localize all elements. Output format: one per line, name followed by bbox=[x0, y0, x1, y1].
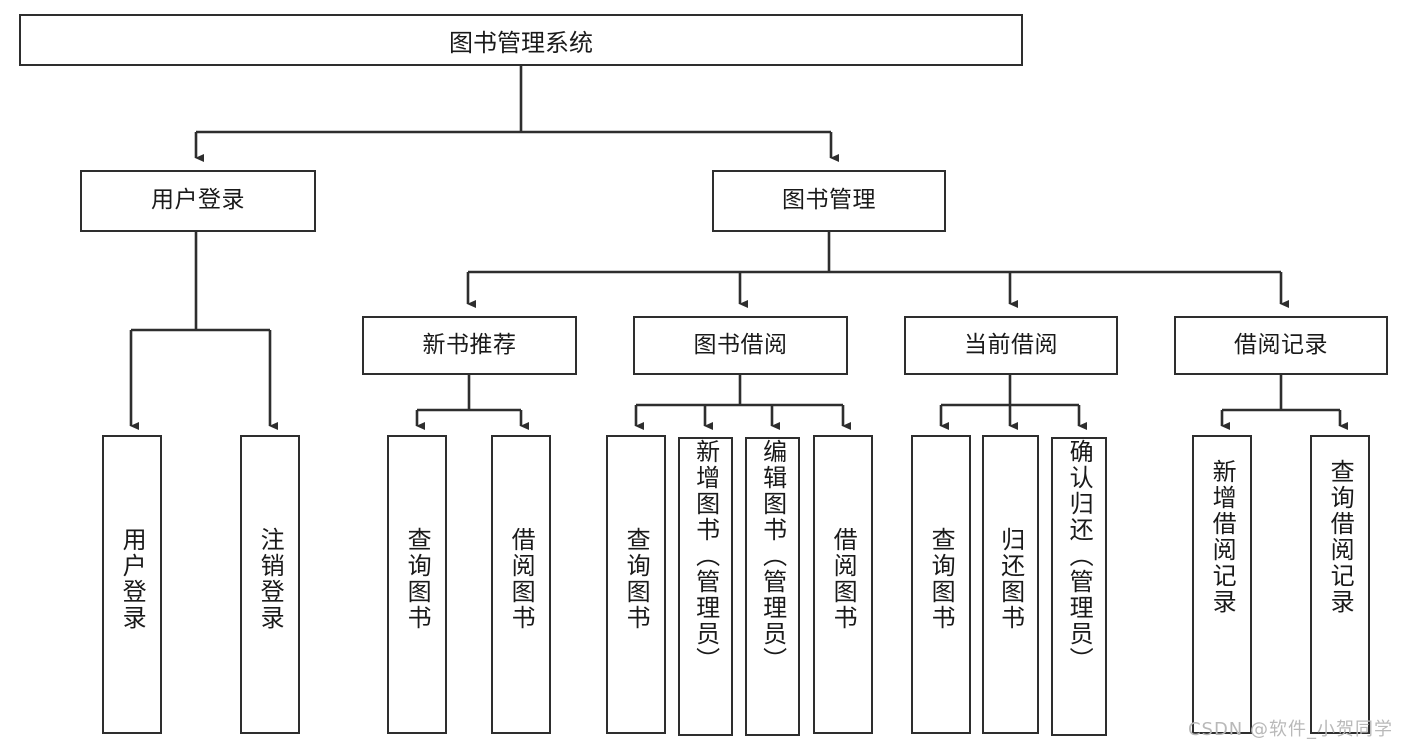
node-leaf-confirm-return-label: 确认归还（管理员） bbox=[1065, 439, 1094, 673]
node-leaf-edit-book[interactable]: 编辑图书（管理员） bbox=[745, 437, 800, 736]
node-leaf-borrow-book-2-label: 借阅图书 bbox=[829, 527, 858, 631]
node-leaf-borrow-book-1[interactable]: 借阅图书 bbox=[491, 435, 551, 734]
watermark: CSDN @软件_小贺同学 bbox=[1187, 719, 1393, 740]
node-leaf-logout-label: 注销登录 bbox=[256, 527, 285, 631]
node-root[interactable]: 图书管理系统 bbox=[19, 14, 1023, 66]
node-borrow-record-label: 借阅记录 bbox=[1234, 331, 1328, 358]
node-root-label: 图书管理系统 bbox=[449, 28, 593, 57]
node-leaf-query-book-3[interactable]: 查询图书 bbox=[911, 435, 971, 734]
node-leaf-borrow-book-2[interactable]: 借阅图书 bbox=[813, 435, 873, 734]
node-leaf-query-book-3-label: 查询图书 bbox=[927, 527, 956, 631]
node-user-login-label: 用户登录 bbox=[151, 187, 245, 214]
node-leaf-borrow-book-1-label: 借阅图书 bbox=[507, 527, 536, 631]
node-leaf-add-book[interactable]: 新增图书（管理员） bbox=[678, 437, 733, 736]
node-leaf-add-book-label: 新增图书（管理员） bbox=[691, 439, 720, 673]
node-leaf-query-book-1-label: 查询图书 bbox=[403, 527, 432, 631]
node-leaf-add-record-label: 新增借阅记录 bbox=[1208, 459, 1237, 615]
node-leaf-edit-book-label: 编辑图书（管理员） bbox=[758, 439, 787, 673]
node-leaf-confirm-return[interactable]: 确认归还（管理员） bbox=[1051, 437, 1107, 736]
node-leaf-logout[interactable]: 注销登录 bbox=[240, 435, 300, 734]
node-leaf-query-record[interactable]: 查询借阅记录 bbox=[1310, 435, 1370, 734]
node-leaf-add-record[interactable]: 新增借阅记录 bbox=[1192, 435, 1252, 734]
node-leaf-query-record-label: 查询借阅记录 bbox=[1326, 459, 1355, 615]
node-leaf-query-book-2[interactable]: 查询图书 bbox=[606, 435, 666, 734]
node-leaf-user-login[interactable]: 用户登录 bbox=[102, 435, 162, 734]
node-current-borrow[interactable]: 当前借阅 bbox=[904, 316, 1118, 375]
node-user-login[interactable]: 用户登录 bbox=[80, 170, 316, 232]
node-leaf-return-book-label: 归还图书 bbox=[996, 527, 1025, 631]
node-book-borrow-label: 图书借阅 bbox=[693, 331, 788, 358]
node-book-manage-label: 图书管理 bbox=[782, 187, 876, 214]
node-new-book-rec[interactable]: 新书推荐 bbox=[362, 316, 577, 375]
node-leaf-query-book-1[interactable]: 查询图书 bbox=[387, 435, 447, 734]
node-current-borrow-label: 当前借阅 bbox=[964, 331, 1058, 358]
node-leaf-return-book[interactable]: 归还图书 bbox=[982, 435, 1039, 734]
node-leaf-user-login-label: 用户登录 bbox=[118, 527, 147, 631]
node-leaf-query-book-2-label: 查询图书 bbox=[622, 527, 651, 631]
node-book-borrow[interactable]: 图书借阅 bbox=[633, 316, 848, 375]
node-new-book-rec-label: 新书推荐 bbox=[422, 331, 517, 358]
node-book-manage[interactable]: 图书管理 bbox=[712, 170, 946, 232]
node-borrow-record[interactable]: 借阅记录 bbox=[1174, 316, 1388, 375]
